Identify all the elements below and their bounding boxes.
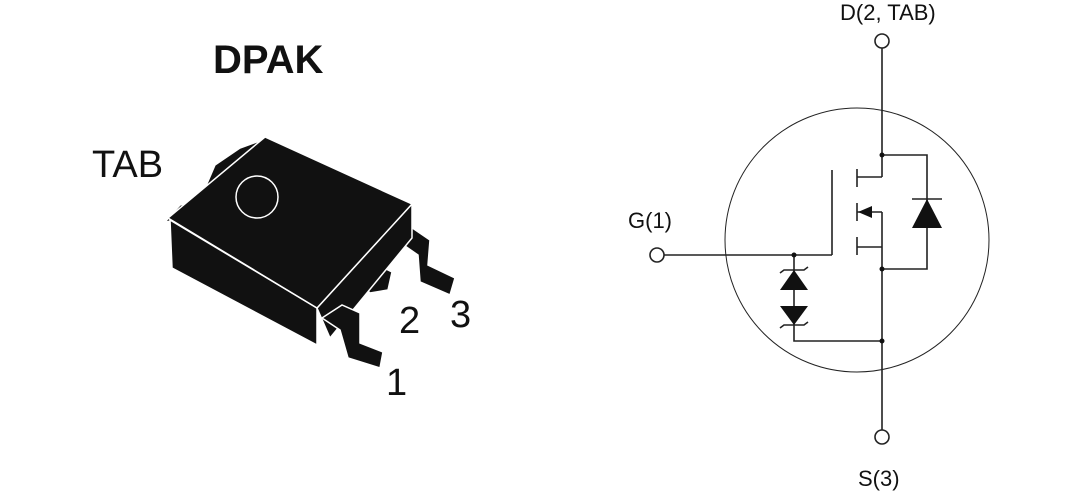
- drain-terminal: [874, 33, 890, 49]
- gate-terminal: [649, 247, 665, 263]
- tab-label: TAB: [92, 144, 164, 186]
- gate-label: G(1): [628, 208, 672, 233]
- pin-2-label: 2: [399, 300, 421, 342]
- schematic-marks: [780, 152, 942, 344]
- pin-3-label: 3: [450, 294, 472, 336]
- pin-1-label: 1: [386, 362, 408, 404]
- source-terminal: [874, 429, 890, 445]
- enclosure-circle: [724, 107, 990, 373]
- drain-label: D(2, TAB): [840, 0, 936, 25]
- source-label: S(3): [858, 466, 900, 491]
- package-body: [163, 136, 456, 369]
- package-title: DPAK: [213, 38, 324, 82]
